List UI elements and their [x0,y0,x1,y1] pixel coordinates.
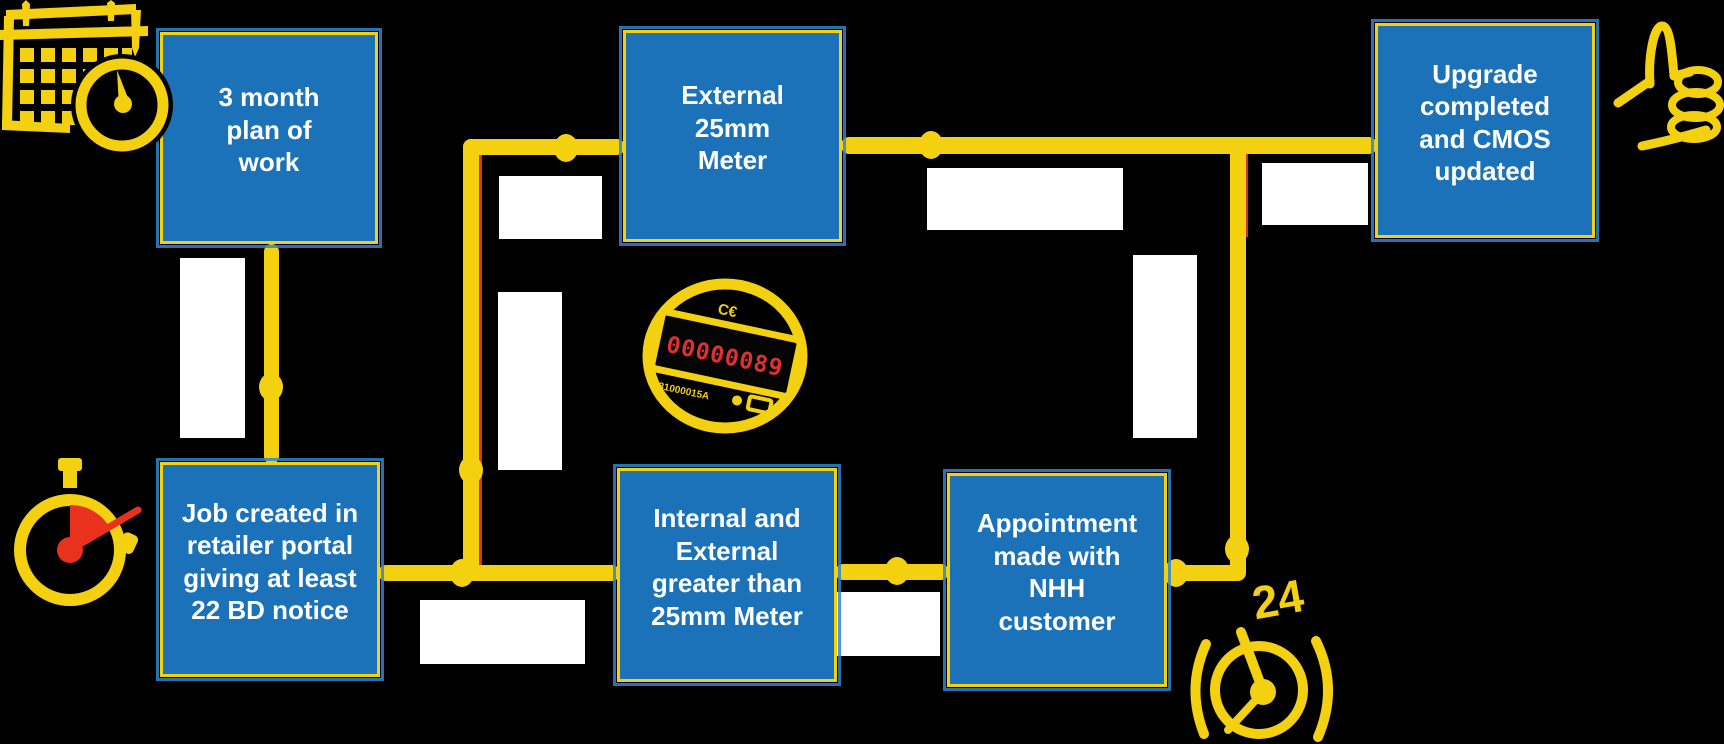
blank-label [180,258,245,438]
flow-box-appointment: Appointment made with NHH customer [943,469,1171,691]
connector-node [1225,535,1249,563]
flow-box-label: Job created in retailer portal giving at… [181,497,359,626]
connector-node [459,456,483,484]
flow-box-plan: 3 month plan of work [156,28,382,248]
connector-line [841,137,1377,154]
connector-line [264,244,279,464]
24-hour-clock-icon: 24 [1190,569,1333,742]
connector-node [1164,559,1188,587]
blank-label [420,600,585,664]
connector-node [919,131,943,159]
flow-box-external-meter: External 25mm Meter [619,26,846,246]
connector-line [463,139,479,581]
connector-node [885,557,909,585]
calendar-clock-icon [0,0,173,156]
connector-node [450,559,474,587]
connector-line [463,139,625,155]
blank-label [498,292,562,470]
flow-box-label: Appointment made with NHH customer [976,508,1138,636]
connector-node [554,134,578,162]
blank-label [499,176,602,239]
thumbs-up-icon [1613,21,1724,151]
red-line-artifact [1245,152,1248,237]
water-meter-icon: C€ 00000089 31000015A [642,278,808,434]
clock-24-label: 24 [1248,569,1308,629]
connector-line [378,565,620,581]
blank-label [1133,255,1197,438]
flow-box-label: 3 month plan of work [218,82,320,178]
flow-box-job-created: Job created in retailer portal giving at… [156,458,384,681]
connector-line [1230,137,1246,581]
red-line-artifact [478,150,482,575]
blank-label [1262,163,1368,225]
blank-label [927,168,1123,230]
blank-label [828,592,940,656]
flow-box-label: Internal and External greater than 25mm … [651,503,803,631]
flow-box-upgrade-complete: Upgrade completed and CMOS updated [1371,19,1599,242]
flow-box-internal-external: Internal and External greater than 25mm … [613,464,841,686]
flow-box-label: External 25mm Meter [681,80,784,176]
connector-node [259,373,283,401]
stopwatch-icon [14,458,142,606]
meter-ce-mark: C€ [716,301,739,322]
flow-box-label: Upgrade completed and CMOS updated [1419,58,1551,187]
